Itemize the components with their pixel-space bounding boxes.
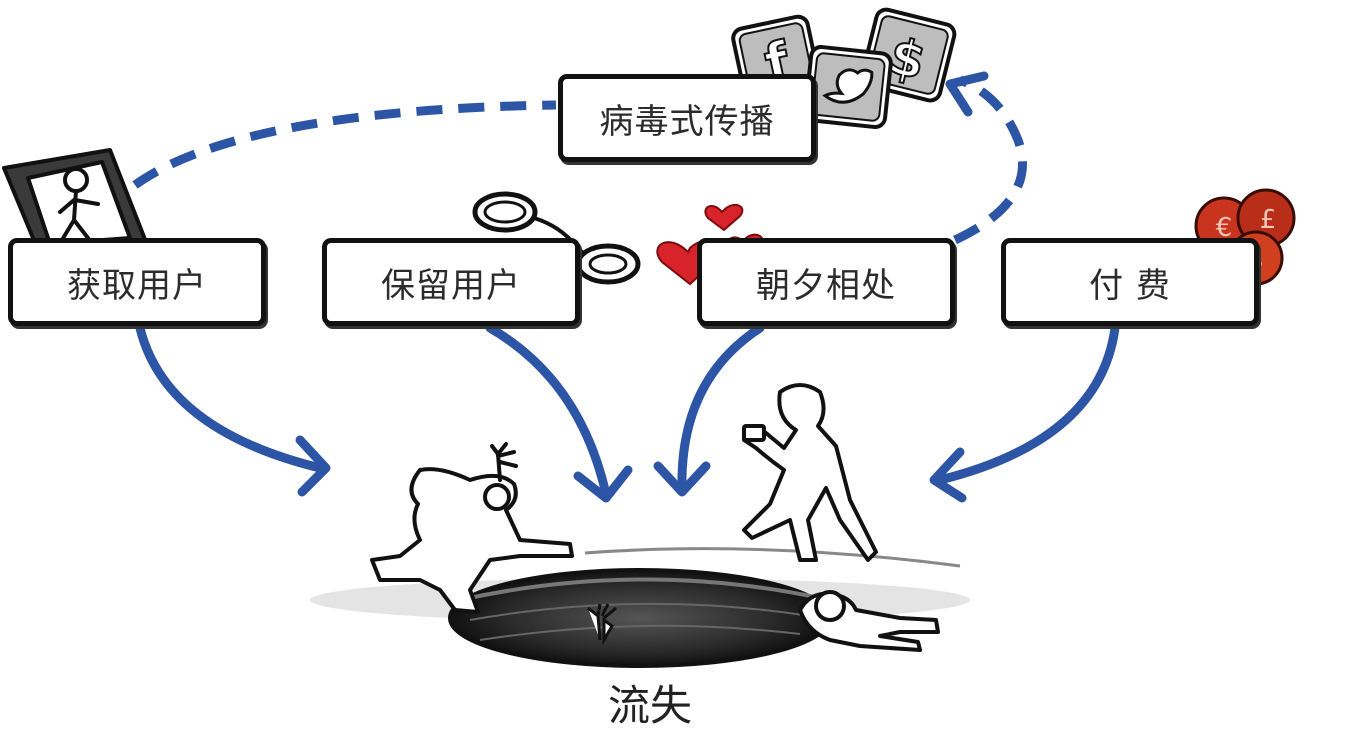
viral-loop-left (132, 100, 557, 189)
social-icons: f $ (731, 7, 957, 129)
churn-label: 流失 (607, 681, 692, 730)
stage-engage-box: 朝夕相处 (697, 238, 955, 326)
falling-figure (370, 442, 574, 614)
stage-engage-label: 朝夕相处 (756, 265, 896, 306)
stage-pay-label: 付 费 (1089, 265, 1171, 306)
stage-acquire-label: 获取用户 (67, 265, 207, 306)
stage-retain-box: 保留用户 (322, 238, 580, 326)
ground-line (584, 547, 961, 568)
arrow-engage-to-churn (653, 323, 765, 497)
hand-in-hole (587, 603, 617, 646)
viral-loop-arrowhead (945, 71, 989, 117)
stage-acquire-box: 获取用户 (8, 238, 266, 326)
stage-viral-box: 病毒式传播 (558, 74, 816, 162)
stage-retain-label: 保留用户 (381, 265, 521, 306)
churn-hole (448, 568, 832, 668)
pound-mark: £ (1260, 205, 1277, 235)
figure-with-phone (742, 383, 878, 562)
viral-loop-right (953, 75, 1027, 245)
climbing-figure (798, 590, 940, 652)
arrow-retain-to-churn (485, 323, 633, 503)
stage-pay-box: 付 费 (1001, 238, 1259, 326)
euro-mark: € (1216, 213, 1233, 243)
door-icon (2, 148, 148, 252)
arrow-pay-to-churn (929, 323, 1120, 503)
twitter-icon (803, 45, 893, 129)
arrow-acquire-to-churn (135, 323, 331, 497)
stage-viral-label: 病毒式传播 (599, 101, 775, 142)
handcuffs-icon (472, 191, 641, 285)
